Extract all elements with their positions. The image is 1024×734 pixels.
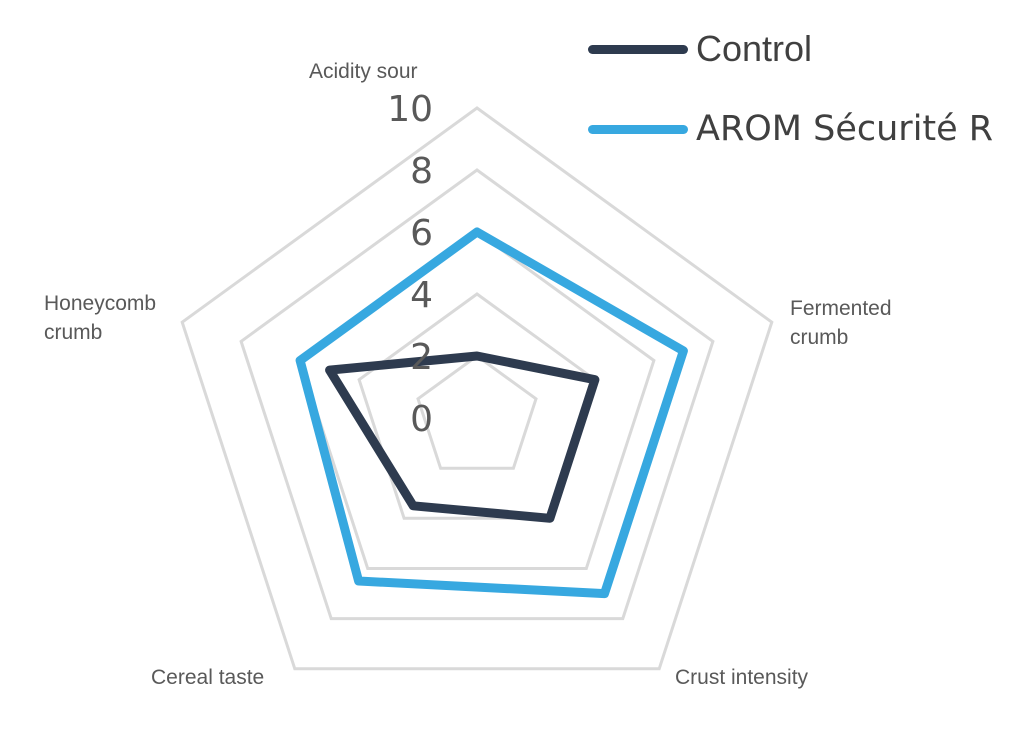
axis-label-fermented-crumb: Fermented crumb [790,294,892,352]
series-line-control[interactable] [325,351,600,523]
axis-label-cereal-taste: Cereal taste [151,666,265,689]
legend-swatch-control [588,44,688,54]
legend-label-control: Control [696,28,813,69]
tick-label-8: 8 [410,151,433,192]
axis-label-acidity-sour: Acidity sour [309,60,418,83]
legend-label-arom-securite-r: AROM Sécurité R [696,109,994,149]
axis-label-fermented-line2: crumb [790,326,849,349]
tick-label-6: 6 [410,213,433,254]
axis-label-crust-intensity: Crust intensity [675,666,809,689]
radar-gridlines [180,106,774,671]
legend-item-arom-securite-r[interactable]: AROM Sécurité R [588,109,993,149]
radar-series [295,227,688,599]
grid-ring-2 [416,354,538,470]
legend-swatch-arom-securite-r [588,124,688,134]
grid-ring-8 [239,168,715,621]
grid-ring-10 [180,106,774,671]
tick-label-4: 4 [410,275,433,316]
axis-label-honeycomb-line1: Honeycomb [44,292,157,315]
legend-item-control[interactable]: Control [588,28,812,70]
tick-label-2: 2 [410,337,433,378]
axis-label-honeycomb-line2: crumb [44,321,103,344]
tick-label-10: 10 [387,89,433,130]
axis-label-honeycomb-crumb: Honeycomb crumb [44,289,156,347]
axis-label-fermented-line1: Fermented [790,297,892,320]
series-line-arom-s-curit-r[interactable] [295,227,688,599]
tick-label-0: 0 [410,399,433,440]
